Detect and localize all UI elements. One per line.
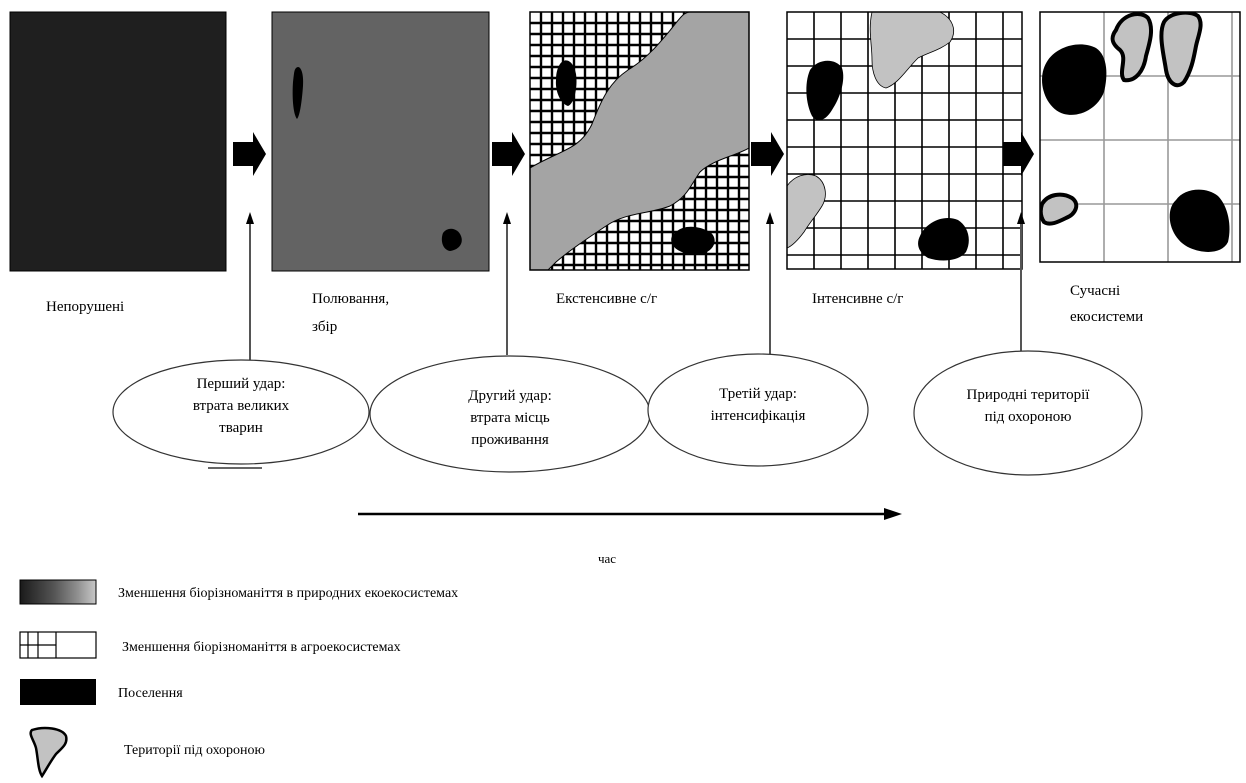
legend-label: Зменшення біорізноманіття в природних ек…	[118, 586, 458, 601]
time-axis: час	[358, 508, 902, 566]
stage-label: Екстенсивне с/г	[556, 291, 657, 307]
protected-area	[1110, 12, 1154, 83]
pointer-arrowhead	[246, 212, 254, 224]
stage-label: Інтенсивне с/г	[812, 291, 903, 307]
stage-labels: Непорушені Полювання,збір Екстенсивне с/…	[46, 283, 1143, 335]
time-label: час	[598, 551, 616, 566]
stage-arrow	[751, 132, 784, 176]
legend-label: Зменшення біорізноманіття в агроекосисте…	[122, 640, 401, 655]
stage-arrow	[492, 132, 525, 176]
legend-label: Території під охороною	[124, 743, 265, 758]
natural-area	[271, 11, 490, 272]
protected-area-icon	[29, 726, 68, 779]
impact-text: Третій удар:інтенсифікація	[711, 386, 806, 424]
legend-swatch-black	[20, 679, 96, 705]
panel-intensive-agriculture	[786, 11, 1023, 270]
settlement-blob	[1042, 44, 1107, 115]
impact-ellipse	[913, 350, 1143, 476]
natural-area	[787, 174, 826, 249]
pointer-arrowhead	[766, 212, 774, 224]
legend-swatch-grid	[19, 631, 97, 659]
impact-ellipse	[647, 353, 869, 467]
settlement-blob	[1169, 189, 1230, 252]
legend: Зменшення біорізноманіття в природних ек…	[19, 579, 458, 779]
panel-frame	[529, 11, 750, 271]
panel-extensive-agriculture	[529, 11, 750, 271]
panel-modern-ecosystems	[1039, 11, 1241, 263]
natural-area	[530, 12, 749, 270]
stage-label: Полювання,збір	[312, 291, 389, 335]
settlement-blob	[671, 226, 715, 255]
settlement-blob	[441, 228, 462, 251]
impact-ellipse	[112, 359, 370, 465]
pointer-arrowhead	[503, 212, 511, 224]
legend-label: Поселення	[118, 686, 183, 701]
settlement-blob	[806, 60, 844, 121]
transition-arrows	[233, 132, 1034, 176]
impact-pointers	[246, 212, 1025, 368]
panel-undisturbed	[9, 11, 227, 272]
panel-hunting	[271, 11, 490, 272]
settlement-blob	[292, 66, 304, 119]
protected-area	[1159, 12, 1203, 88]
settlement-blob	[918, 217, 969, 261]
stage-arrow	[1003, 132, 1034, 176]
protected-area	[1040, 192, 1079, 226]
undisturbed-ecosystem-area	[9, 11, 227, 272]
natural-area	[869, 12, 954, 89]
time-arrowhead	[884, 508, 902, 520]
stage-label: Непорушені	[46, 299, 124, 315]
settlement-blob	[555, 60, 577, 106]
stage-arrow	[233, 132, 266, 176]
legend-swatch-gradient	[19, 579, 97, 605]
panel-frame	[1039, 11, 1241, 263]
pointer-arrowhead	[1017, 212, 1025, 224]
